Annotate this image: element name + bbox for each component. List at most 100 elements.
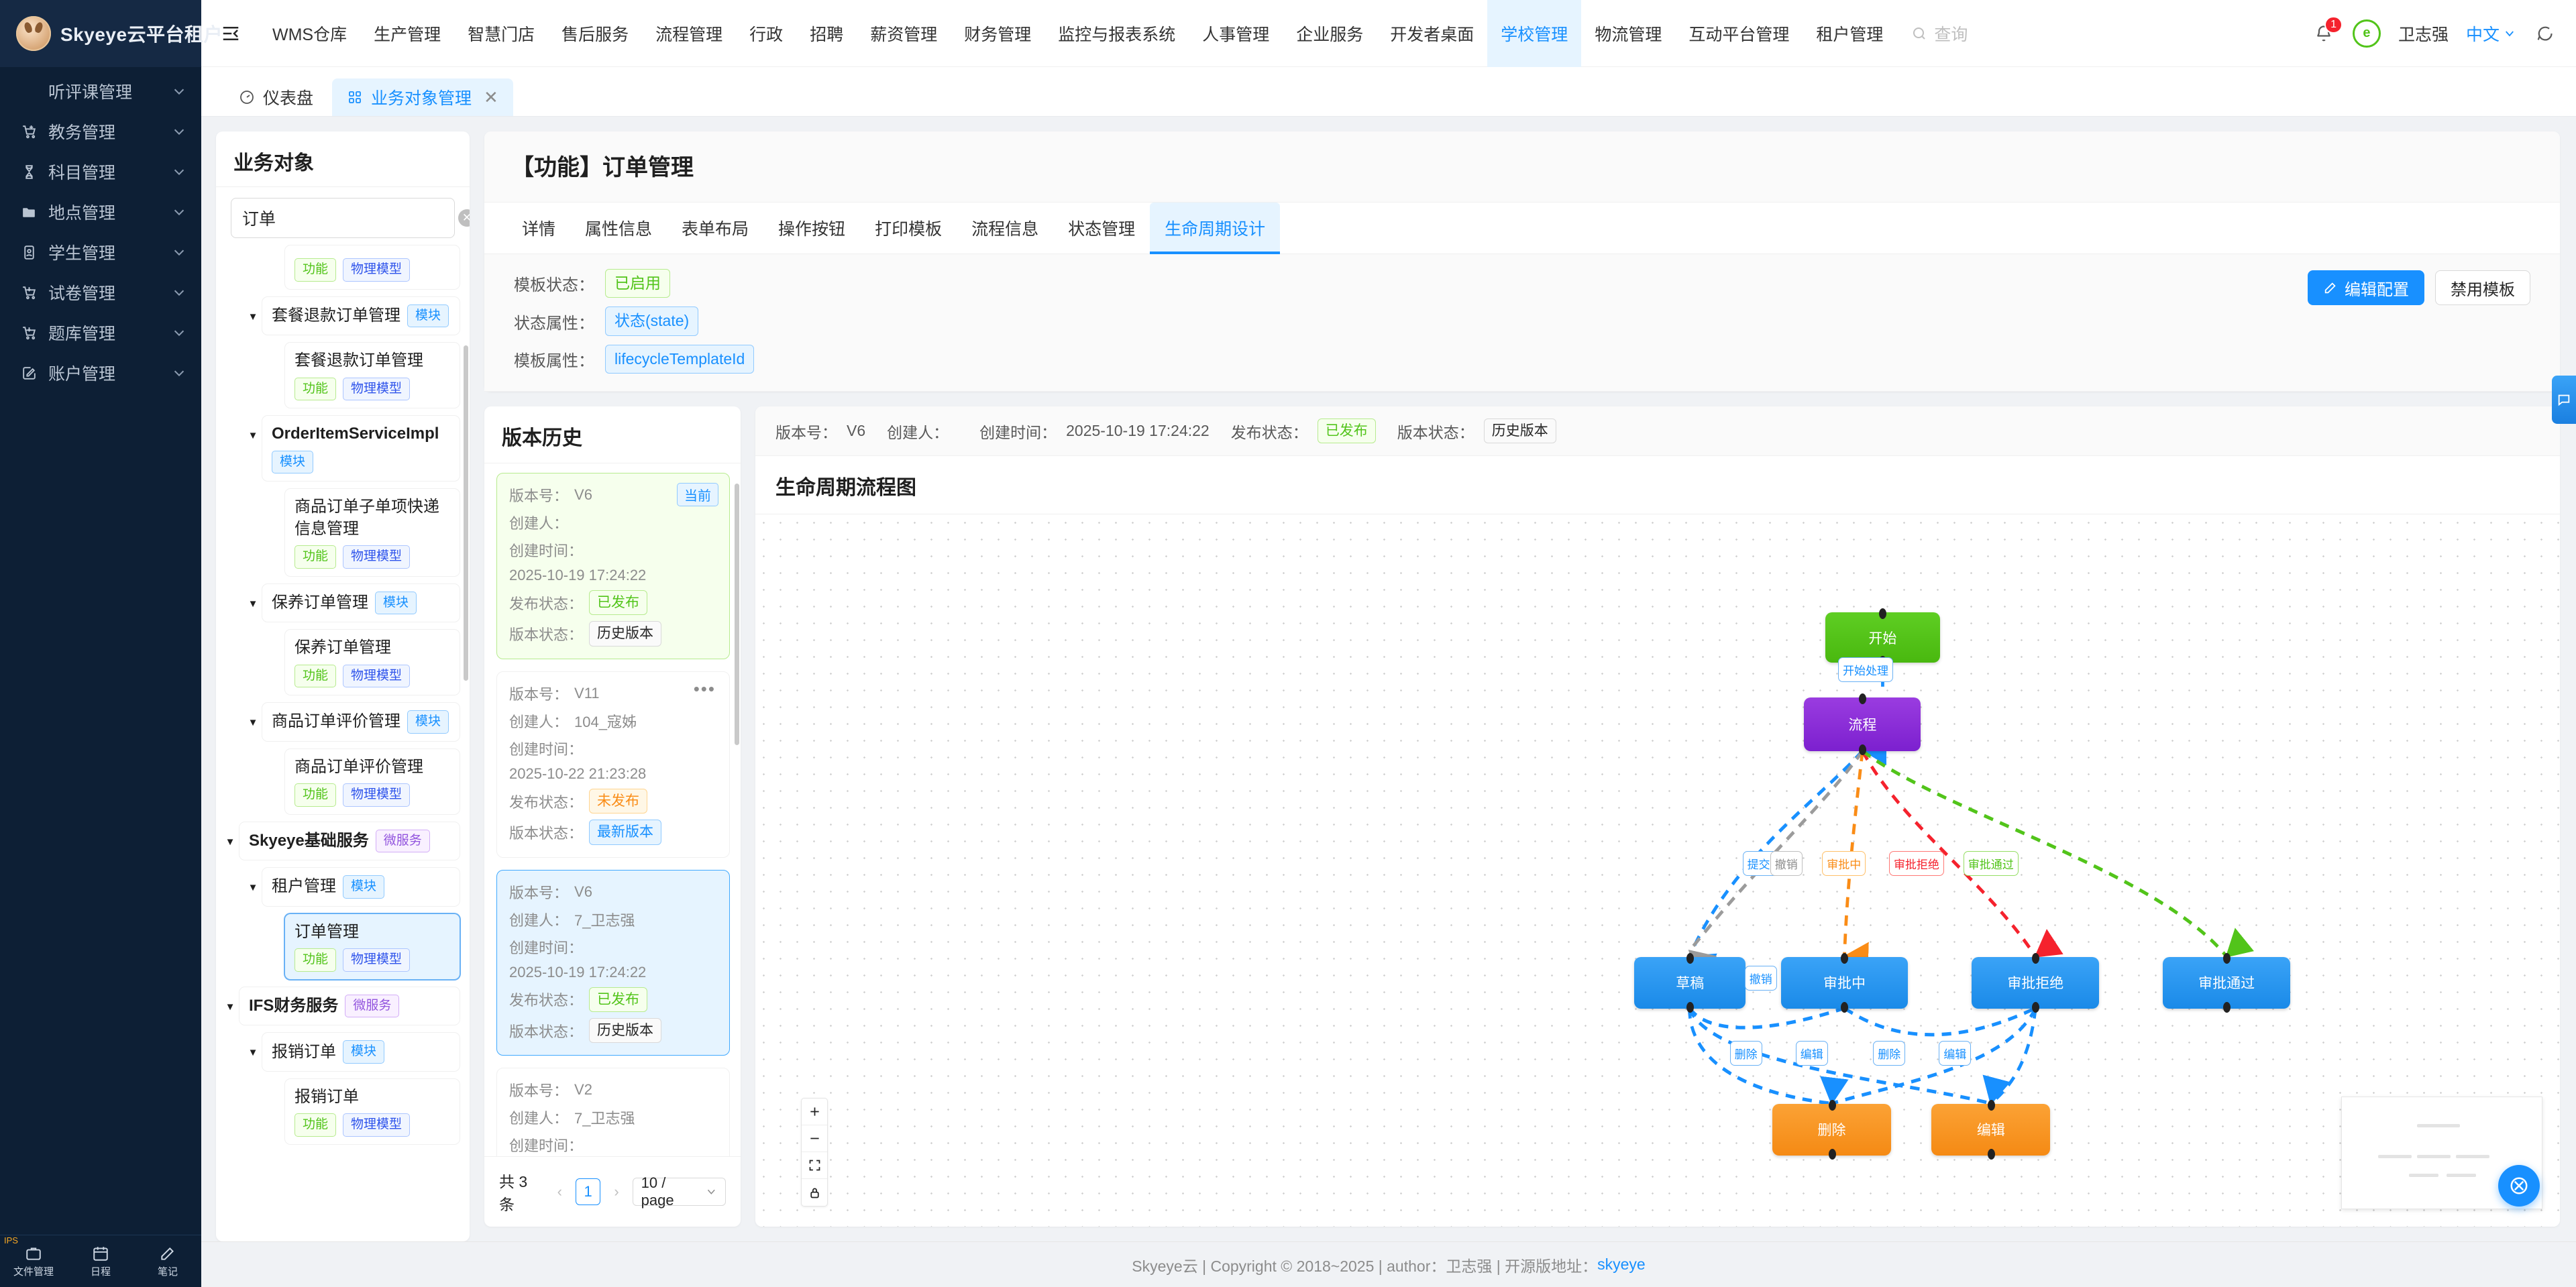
chevron-down-icon[interactable] <box>172 205 186 219</box>
tree-node-card[interactable]: IFS财务服务微服务 <box>239 986 460 1026</box>
node-port-bottom[interactable] <box>1987 1148 1995 1160</box>
node-port-bottom[interactable] <box>1828 1148 1836 1160</box>
node-port-bottom[interactable] <box>2032 1001 2040 1013</box>
nav-item-9[interactable]: 监控与报表系统 <box>1058 25 1176 44</box>
brand[interactable]: Skyeye云平台租户 <box>0 0 223 67</box>
sidebar-tool-0[interactable]: 文件管理 <box>0 1235 67 1287</box>
tree-caret[interactable]: ▼ <box>248 882 258 894</box>
nav-item-12[interactable]: 开发者桌面 <box>1390 25 1474 44</box>
chevron-right-icon[interactable]: › <box>614 1183 619 1200</box>
tree-node-12[interactable]: ▼ IFS财务服务微服务 <box>221 986 460 1026</box>
zoom-in-button[interactable] <box>802 1099 827 1125</box>
tree-node-card[interactable]: 报销订单功能物理模型 <box>284 1078 460 1145</box>
node-port-bottom[interactable] <box>1686 1001 1695 1013</box>
detail-tab-4[interactable]: 打印模板 <box>875 220 943 239</box>
tree-node-card[interactable]: 保养订单管理功能物理模型 <box>284 629 460 696</box>
version-list-scrollbar[interactable] <box>735 484 739 746</box>
menu-collapse-icon[interactable] <box>213 16 248 51</box>
nav-item-14[interactable]: 物流管理 <box>1595 25 1662 44</box>
flow-edge-label-8[interactable]: 编辑 <box>1795 1040 1828 1066</box>
detail-tab-1[interactable]: 属性信息 <box>585 220 653 239</box>
clear-circle-icon[interactable]: ✕ <box>458 209 470 227</box>
sidebar-tool-2[interactable]: 笔记 <box>134 1235 201 1287</box>
user-name[interactable]: 卫志强 <box>2398 25 2449 44</box>
nav-item-15[interactable]: 互动平台管理 <box>1688 25 1790 44</box>
flow-node-delete[interactable]: 删除 <box>1772 1099 1892 1160</box>
tree-node-2[interactable]: 套餐退款订单管理功能物理模型 <box>267 342 460 409</box>
side-chat-button[interactable] <box>2552 376 2576 424</box>
flow-node-reject[interactable]: 审批拒绝 <box>1972 952 2100 1013</box>
language-switcher[interactable]: 中文 <box>2466 21 2516 46</box>
sidebar-item-4[interactable]: 学生管理 <box>0 232 201 272</box>
tree-node-1[interactable]: ▼套餐退款订单管理模块 <box>244 296 460 336</box>
tree-node-card[interactable]: 套餐退款订单管理功能物理模型 <box>284 342 460 409</box>
nav-item-11[interactable]: 企业服务 <box>1296 25 1364 44</box>
node-port-top[interactable] <box>1987 1099 1995 1111</box>
chevron-left-icon[interactable]: ‹ <box>557 1183 562 1200</box>
tree-caret[interactable] <box>267 488 284 503</box>
node-port-bottom[interactable] <box>2223 1001 2231 1013</box>
sidebar-item-2[interactable]: 科目管理 <box>0 152 201 192</box>
node-port-top[interactable] <box>1841 952 1849 964</box>
floating-action-button[interactable] <box>2498 1165 2540 1207</box>
tree-node-14[interactable]: 报销订单功能物理模型 <box>267 1078 460 1145</box>
detail-tab-3[interactable]: 操作按钮 <box>778 220 846 239</box>
tree-node-8[interactable]: 商品订单评价管理功能物理模型 <box>267 748 460 815</box>
tree-node-card[interactable]: 功能物理模型 <box>284 245 460 290</box>
chevron-down-icon[interactable] <box>172 84 186 99</box>
chat-help-icon[interactable] <box>2533 22 2556 45</box>
global-search[interactable]: 查询 <box>1911 21 1968 46</box>
node-port-top[interactable] <box>1828 1099 1836 1111</box>
page-number-1[interactable]: 1 <box>575 1178 601 1205</box>
tree-caret[interactable]: ▼ <box>248 717 258 729</box>
detail-tab-5[interactable]: 流程信息 <box>971 220 1039 239</box>
tree-node-13[interactable]: ▼报销订单模块 <box>244 1032 460 1072</box>
tree-node-card[interactable]: 套餐退款订单管理模块 <box>262 296 460 336</box>
close-icon[interactable]: ✕ <box>484 87 498 107</box>
tree-caret[interactable] <box>267 245 284 260</box>
detail-tab-2[interactable]: 表单布局 <box>682 220 749 239</box>
flow-edge-label-7[interactable]: 删除 <box>1729 1040 1762 1066</box>
zoom-out-button[interactable] <box>802 1125 827 1152</box>
detail-tab-7[interactable]: 生命周期设计 <box>1150 203 1281 254</box>
flow-node-draft[interactable]: 草稿 <box>1634 952 1746 1013</box>
detail-tab-6[interactable]: 状态管理 <box>1068 220 1136 239</box>
nav-item-4[interactable]: 流程管理 <box>655 25 723 44</box>
node-port-bottom[interactable] <box>1859 744 1867 756</box>
nav-item-8[interactable]: 财务管理 <box>964 25 1032 44</box>
tree-node-0[interactable]: 功能物理模型 <box>267 245 460 290</box>
tree-node-4[interactable]: 商品订单子单项快递信息管理功能物理模型 <box>267 488 460 577</box>
flow-edge-label-6[interactable]: 撤销 <box>1744 966 1777 991</box>
lock-canvas-button[interactable] <box>802 1179 827 1206</box>
tree-node-11[interactable]: 订单管理功能物理模型 <box>267 913 460 980</box>
sidebar-item-7[interactable]: 账户管理 <box>0 353 201 393</box>
tree-caret[interactable]: ▼ <box>225 836 235 848</box>
more-dots-icon[interactable]: ••• <box>693 678 716 699</box>
flow-edge-label-0[interactable]: 开始处理 <box>1838 657 1893 682</box>
tree-caret[interactable]: ▼ <box>248 1047 258 1059</box>
flow-node-edit[interactable]: 编辑 <box>1931 1099 2051 1160</box>
tree-caret[interactable]: ▼ <box>225 1001 235 1013</box>
tree-node-card[interactable]: 订单管理功能物理模型 <box>284 913 460 980</box>
node-port-top[interactable] <box>2223 952 2231 964</box>
chevron-down-icon[interactable] <box>172 285 186 300</box>
flow-edge-label-2[interactable]: 撤销 <box>1770 851 1803 877</box>
nav-item-10[interactable]: 人事管理 <box>1202 25 1270 44</box>
edit-config-button[interactable]: 编辑配置 <box>2308 270 2424 305</box>
tree-node-card[interactable]: Skyeye基础服务微服务 <box>239 821 460 861</box>
sidebar-item-1[interactable]: 教务管理 <box>0 111 201 152</box>
sidebar-item-3[interactable]: 地点管理 <box>0 192 201 232</box>
tree-caret[interactable] <box>267 748 284 763</box>
tree-node-9[interactable]: ▼ Skyeye基础服务微服务 <box>221 821 460 861</box>
nav-item-0[interactable]: WMS仓库 <box>272 25 347 44</box>
flow-edge-label-10[interactable]: 编辑 <box>1939 1040 1972 1066</box>
business-object-tree[interactable]: 功能物理模型▼套餐退款订单管理模块套餐退款订单管理功能物理模型▼OrderIte… <box>216 245 470 1241</box>
detail-tab-0[interactable]: 详情 <box>522 220 556 239</box>
flow-edge-label-4[interactable]: 审批拒绝 <box>1888 851 1944 877</box>
